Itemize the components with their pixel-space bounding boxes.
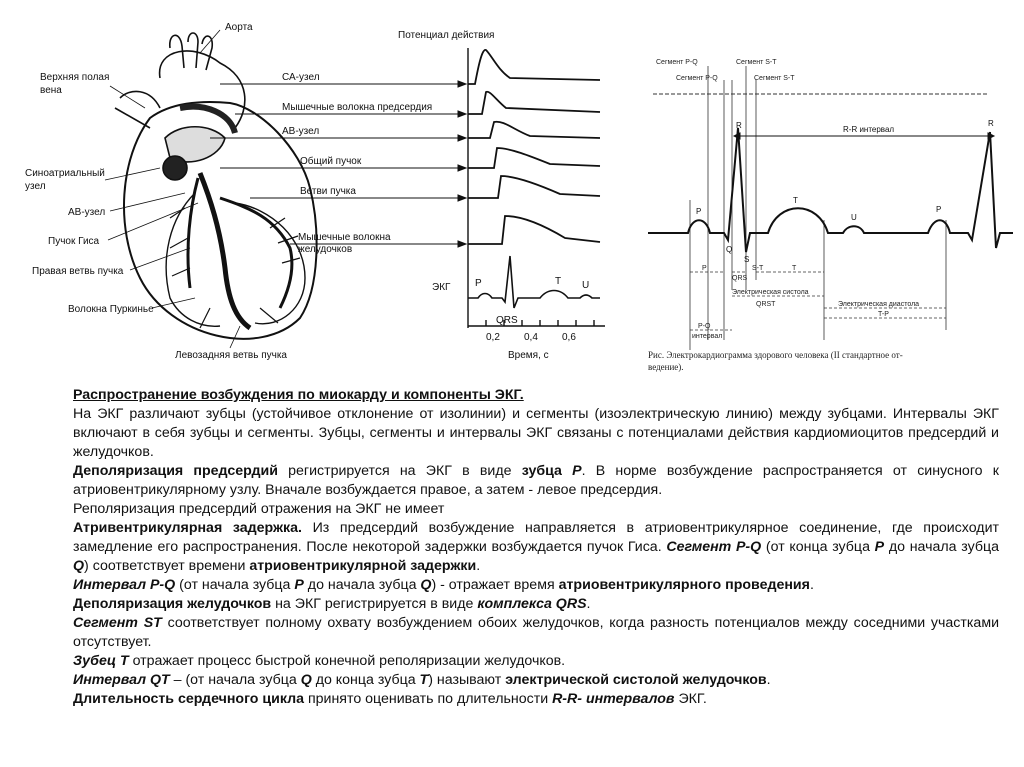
left-leader-lines	[104, 29, 241, 349]
paragraph-7: Сегмент ST соответствует полному охвату …	[73, 615, 999, 650]
label-qrst: QRST	[756, 301, 776, 308]
label-t-int: T	[792, 265, 797, 272]
tick-0-2: 0,2	[486, 332, 500, 343]
label-u: U	[851, 213, 857, 222]
label-t: T	[793, 196, 798, 205]
heart-conduction-figure: Аорта Верхняя полая вена Синоатриальный …	[25, 22, 605, 361]
label-ventr-muscle-1: Мышечные волокна	[298, 232, 391, 243]
label-bundle-branches: Ветви пучка	[300, 186, 356, 197]
label-tp: T-P	[878, 311, 889, 318]
caption-line-1: Рис. Электрокардиограмма здорового челов…	[648, 350, 903, 360]
label-ecg-t: T	[555, 276, 561, 287]
label-seg-st-top: Сегмент S-T	[736, 59, 777, 66]
label-p-int: P	[702, 265, 707, 272]
label-common-bundle: Общий пучок	[300, 155, 362, 167]
paragraph-1: На ЭКГ различают зубцы (устойчивое откло…	[73, 406, 999, 460]
action-potential-traces	[468, 49, 601, 245]
label-sa-node: СА-узел	[282, 72, 320, 83]
label-right-branch: Правая ветвь пучка	[32, 266, 124, 277]
label-rr: R-R интервал	[843, 125, 894, 134]
paragraph-8: Зубец Т отражает процесс быстрой конечно…	[73, 653, 566, 669]
paragraph-4: Атривентрикулярная задержка. Из предсерд…	[73, 520, 999, 574]
label-av-node-right: АВ-узел	[282, 126, 319, 137]
ecg-trace	[648, 127, 1013, 253]
interval-lines	[690, 271, 946, 331]
ecg-trace-small	[468, 255, 600, 309]
text-block: Распространение возбуждения по миокарду …	[73, 386, 999, 709]
label-ventr-muscle-2: желудочков	[298, 244, 352, 255]
label-p1: P	[696, 207, 701, 216]
caption-line-2: ведение).	[648, 362, 684, 372]
paragraph-2: Деполяризация предсердий регистрируется …	[73, 463, 999, 498]
ecg-diagram-figure: Сегмент P-Q Сегмент S-T Сегмент P-Q Сегм…	[648, 59, 1013, 372]
label-s: S	[744, 255, 749, 264]
label-ecg-p: P	[475, 278, 482, 289]
label-seg-pq-2: Сегмент P-Q	[676, 75, 718, 82]
label-time: Время, с	[508, 350, 549, 361]
label-atrial-muscle: Мышечные волокна предсердия	[282, 102, 432, 113]
paragraph-6: Деполяризация желудочков на ЭКГ регистри…	[73, 596, 591, 612]
label-action-potential: Потенциал действия	[398, 30, 494, 41]
label-el-diastole: Электрическая диастола	[838, 301, 919, 308]
label-his: Пучок Гиса	[48, 236, 100, 247]
label-p2: P	[936, 205, 941, 214]
paragraph-3: Реполяризация предсердий отражения на ЭК…	[73, 501, 445, 517]
label-ecg-qrs: QRS	[496, 315, 518, 326]
label-svc-1: Верхняя полая	[40, 72, 109, 83]
label-seg-st-2: Сегмент S-T	[754, 75, 795, 82]
label-purkinje: Волокна Пуркинье	[68, 304, 154, 315]
label-aorta: Аорта	[225, 22, 253, 33]
label-ecg-u: U	[582, 280, 589, 291]
label-r2: R	[988, 119, 994, 128]
label-left-post-branch: Левозадняя ветвь пучка	[175, 350, 287, 361]
label-q: Q	[726, 245, 732, 254]
label-svc-2: вена	[40, 85, 62, 96]
label-pq-int-1: P-Q	[698, 323, 711, 330]
heart-drawing	[114, 32, 318, 340]
right-arrows	[210, 80, 468, 248]
section-title: Распространение возбуждения по миокарду …	[73, 387, 524, 403]
tick-0-4: 0,4	[524, 332, 538, 343]
label-r1: R	[736, 121, 742, 130]
label-seg-pq-top: Сегмент P-Q	[656, 59, 698, 66]
paragraph-10: Длительность сердечного цикла принято оц…	[73, 691, 707, 707]
paragraph-9: Интервал QT – (от начала зубца Q до конц…	[73, 672, 771, 688]
label-el-systole: Электрическая систола	[732, 289, 809, 296]
label-ecg: ЭКГ	[432, 282, 451, 293]
time-axis	[467, 48, 605, 328]
label-st-int: S-T	[752, 265, 764, 272]
label-pq-int-2: интервал	[692, 333, 722, 340]
tick-0-6: 0,6	[562, 332, 576, 343]
label-av-node: АВ-узел	[68, 207, 105, 218]
label-sa-1: Синоатриальный	[25, 168, 105, 179]
label-qrs-int: QRS	[732, 275, 748, 282]
paragraph-5: Интервал P-Q (от начала зубца P до начал…	[73, 577, 814, 593]
label-sa-2: узел	[25, 181, 46, 192]
